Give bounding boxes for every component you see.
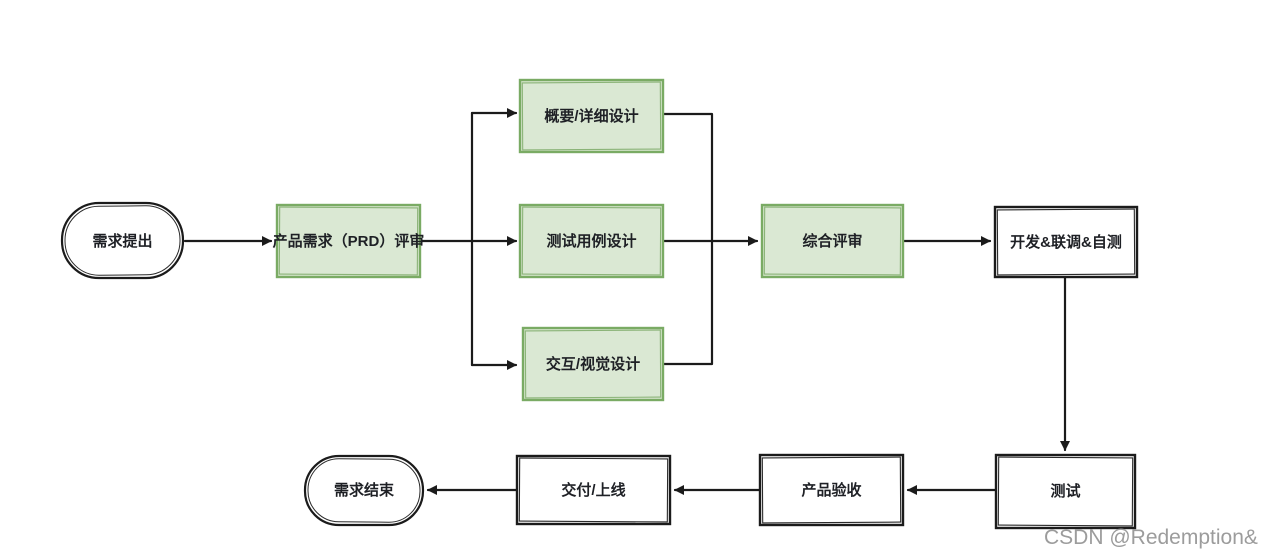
node-prd-review: 产品需求（PRD）评审: [273, 203, 425, 279]
node-joint-review-label: 综合评审: [802, 232, 862, 250]
node-testing-sketch-line: [997, 456, 1134, 527]
node-joint-review-sketch-line: [763, 206, 902, 276]
node-product-acceptance: 产品验收: [758, 453, 905, 527]
node-delivery-launch-sketch-line: [518, 457, 669, 523]
node-outline-detail-design-label: 概要/详细设计: [544, 107, 638, 125]
node-outline-detail-design-shape: [518, 78, 665, 154]
node-prd-review-shape: [275, 203, 422, 279]
edge-design-merge-bracket: [661, 112, 714, 366]
csdn-watermark: CSDN @Redemption&: [1044, 526, 1258, 549]
node-dev-joint-debug-self-test: 开发&联调&自测: [993, 205, 1139, 279]
node-testing-shape: [994, 453, 1137, 530]
node-product-acceptance-shape: [758, 453, 905, 527]
node-start-shape: [60, 201, 185, 280]
node-interaction-visual-design-sketch-line: [524, 329, 662, 399]
node-interaction-visual-design: 交互/视觉设计: [521, 326, 665, 402]
node-start-label: 需求提出: [92, 232, 152, 250]
node-end-label: 需求结束: [334, 481, 395, 499]
edges: [183, 108, 1070, 495]
node-outline-detail-design-sketch-line: [521, 81, 662, 151]
node-delivery-launch: 交付/上线: [515, 454, 672, 526]
node-interaction-visual-design-label: 交互/视觉设计: [546, 355, 640, 373]
node-prd-review-sketch-line: [278, 206, 419, 276]
node-outline-detail-design: 概要/详细设计: [518, 78, 665, 154]
node-joint-review: 综合评审: [760, 203, 905, 279]
node-dev-joint-debug-self-test-shape: [993, 205, 1139, 279]
node-end: 需求结束: [303, 454, 425, 527]
node-product-acceptance-label: 产品验收: [801, 481, 861, 499]
node-end-sketch-line: [307, 458, 421, 523]
node-test-case-design-shape: [518, 203, 665, 279]
node-test-case-design-sketch-line: [521, 206, 662, 276]
node-dev-joint-debug-self-test-label: 开发&联调&自测: [1010, 233, 1122, 251]
node-delivery-launch-shape: [515, 454, 672, 526]
node-test-case-design-label: 测试用例设计: [546, 232, 636, 250]
node-prd-review-label: 产品需求（PRD）评审: [273, 232, 425, 250]
node-start-sketch-line: [64, 205, 181, 276]
node-dev-joint-debug-self-test-sketch-line: [996, 208, 1136, 276]
node-interaction-visual-design-shape: [521, 326, 665, 402]
node-joint-review-shape: [760, 203, 905, 279]
node-testing-label: 测试: [1050, 482, 1080, 500]
node-delivery-launch-label: 交付/上线: [561, 481, 625, 499]
node-test-case-design: 测试用例设计: [518, 203, 665, 279]
node-start: 需求提出: [60, 201, 185, 280]
node-testing: 测试: [994, 453, 1137, 530]
node-end-shape: [303, 454, 425, 527]
node-product-acceptance-sketch-line: [761, 456, 902, 524]
